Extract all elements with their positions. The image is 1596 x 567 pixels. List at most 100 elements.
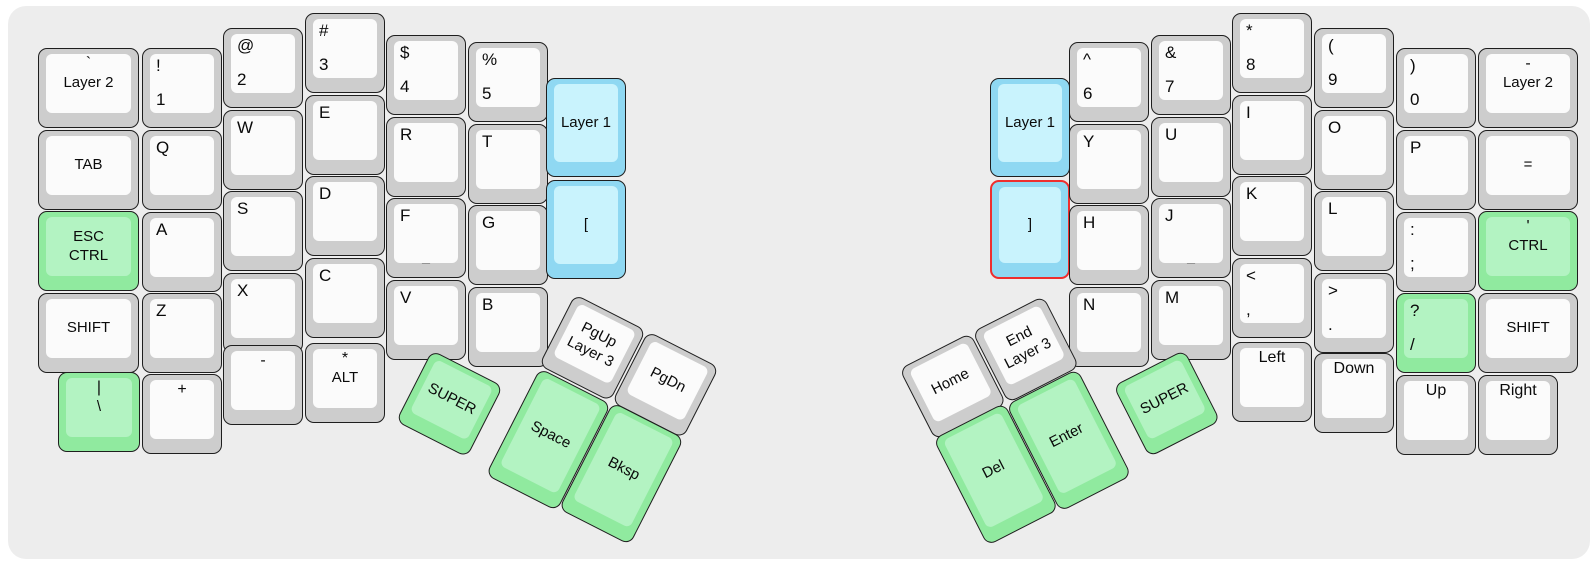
- keycap-face: [66, 378, 132, 437]
- keycap-face: [1486, 54, 1570, 113]
- keycap-face: [231, 197, 295, 256]
- key-z[interactable]: Z: [142, 293, 222, 373]
- key-p[interactable]: P: [1396, 130, 1476, 210]
- key-n[interactable]: N: [1069, 287, 1149, 367]
- key-layer1-left[interactable]: Layer 1: [546, 78, 626, 177]
- keycap-face: [1486, 299, 1570, 358]
- key-c[interactable]: C: [305, 258, 385, 338]
- keycap-face: [409, 358, 494, 441]
- key-layer1-right[interactable]: Layer 1: [990, 78, 1070, 177]
- keycap-face: [1077, 48, 1141, 107]
- keycap-face: [1159, 286, 1223, 345]
- key-lt-comma[interactable]: <,: [1232, 258, 1312, 338]
- key-s[interactable]: S: [223, 191, 303, 271]
- keycap-face: [999, 187, 1061, 263]
- key-amp-7[interactable]: &7: [1151, 35, 1231, 115]
- keycap-face: [313, 349, 377, 408]
- keycap-face: [150, 299, 214, 358]
- key-d[interactable]: D: [305, 176, 385, 256]
- key-f[interactable]: F_: [386, 198, 466, 278]
- keycap-face: [46, 217, 131, 276]
- key-gt-period[interactable]: >.: [1314, 273, 1394, 353]
- keycap-face: [1404, 54, 1468, 113]
- key-quote-ctrl[interactable]: 'CTRL: [1478, 211, 1578, 291]
- keycap-face: [1322, 116, 1386, 175]
- key-t[interactable]: T: [468, 124, 548, 204]
- keycap-face: [1322, 197, 1386, 256]
- key-at-2[interactable]: @2: [223, 28, 303, 108]
- key-pipe-backslash[interactable]: |\: [58, 372, 140, 452]
- key-q[interactable]: Q: [142, 130, 222, 210]
- keycap-face: [554, 84, 618, 162]
- key-x[interactable]: X: [223, 273, 303, 353]
- keycap-face: [1240, 182, 1304, 241]
- keycap-face: [998, 84, 1062, 162]
- keycap-face: [1404, 299, 1468, 358]
- key-k[interactable]: K: [1232, 176, 1312, 256]
- key-plus[interactable]: +: [142, 374, 222, 454]
- keycap-face: [150, 136, 214, 195]
- key-colon-semicolon[interactable]: :;: [1396, 212, 1476, 292]
- key-lbracket[interactable]: [: [546, 180, 626, 279]
- key-tab[interactable]: TAB: [38, 130, 139, 210]
- keycap-face: [231, 34, 295, 93]
- keycap-face: [313, 101, 377, 160]
- keycap-face: [981, 304, 1066, 387]
- key-right-arrow[interactable]: Right: [1478, 375, 1558, 455]
- key-h[interactable]: H: [1069, 205, 1149, 285]
- key-j[interactable]: J_: [1151, 198, 1231, 278]
- key-i[interactable]: I: [1232, 95, 1312, 175]
- key-left-arrow[interactable]: Left: [1232, 342, 1312, 422]
- keycap-face: [46, 54, 131, 113]
- keycap-face: [1404, 218, 1468, 277]
- key-v[interactable]: V: [386, 280, 466, 360]
- key-asterisk-8[interactable]: *8: [1232, 13, 1312, 93]
- key-o[interactable]: O: [1314, 110, 1394, 190]
- key-layer2-right[interactable]: -Layer 2: [1478, 48, 1578, 128]
- key-minus[interactable]: -: [223, 345, 303, 425]
- key-esc-ctrl[interactable]: ESC CTRL: [38, 211, 139, 291]
- keycap-face: [1122, 358, 1207, 441]
- key-percent-5[interactable]: %5: [468, 42, 548, 122]
- key-up-arrow[interactable]: Up: [1396, 375, 1476, 455]
- key-layer2-left[interactable]: `Layer 2: [38, 48, 139, 128]
- keycap-face: [476, 211, 540, 270]
- keycap-face: [1240, 348, 1304, 407]
- keycap-face: [1322, 359, 1386, 418]
- keycap-face: [1077, 293, 1141, 352]
- key-equals[interactable]: =: [1478, 130, 1578, 210]
- key-caret-6[interactable]: ^6: [1069, 42, 1149, 122]
- keycap-face: [231, 279, 295, 338]
- key-w[interactable]: W: [223, 110, 303, 190]
- keycap-face: [1404, 136, 1468, 195]
- keycap-face: [231, 116, 295, 175]
- key-exclam-1[interactable]: !1: [142, 48, 222, 128]
- keycap-face: [1486, 381, 1550, 440]
- key-lparen-9[interactable]: (9: [1314, 28, 1394, 108]
- keycap-face: [394, 41, 458, 100]
- key-u[interactable]: U: [1151, 117, 1231, 197]
- key-e[interactable]: E: [305, 95, 385, 175]
- key-rbracket[interactable]: ]: [990, 180, 1070, 279]
- key-shift-right[interactable]: SHIFT: [1478, 293, 1578, 373]
- key-dollar-4[interactable]: $4: [386, 35, 466, 115]
- keycap-face: [1404, 381, 1468, 440]
- key-shift-left[interactable]: SHIFT: [38, 293, 139, 373]
- keycap-face: [46, 136, 131, 195]
- keycap-face: [1486, 136, 1570, 195]
- key-g[interactable]: G: [468, 205, 548, 285]
- key-alt[interactable]: *ALT: [305, 343, 385, 423]
- key-y[interactable]: Y: [1069, 124, 1149, 204]
- key-l[interactable]: L: [1314, 191, 1394, 271]
- key-r[interactable]: R: [386, 117, 466, 197]
- keycap-face: [1240, 19, 1304, 78]
- key-b[interactable]: B: [468, 287, 548, 367]
- key-m[interactable]: M: [1151, 280, 1231, 360]
- key-down-arrow[interactable]: Down: [1314, 353, 1394, 433]
- key-hash-3[interactable]: #3: [305, 13, 385, 93]
- keycap-face: [394, 204, 458, 263]
- key-a[interactable]: A: [142, 212, 222, 292]
- key-question-slash[interactable]: ?/: [1396, 293, 1476, 373]
- key-rparen-0[interactable]: )0: [1396, 48, 1476, 128]
- keycap-face: [150, 218, 214, 277]
